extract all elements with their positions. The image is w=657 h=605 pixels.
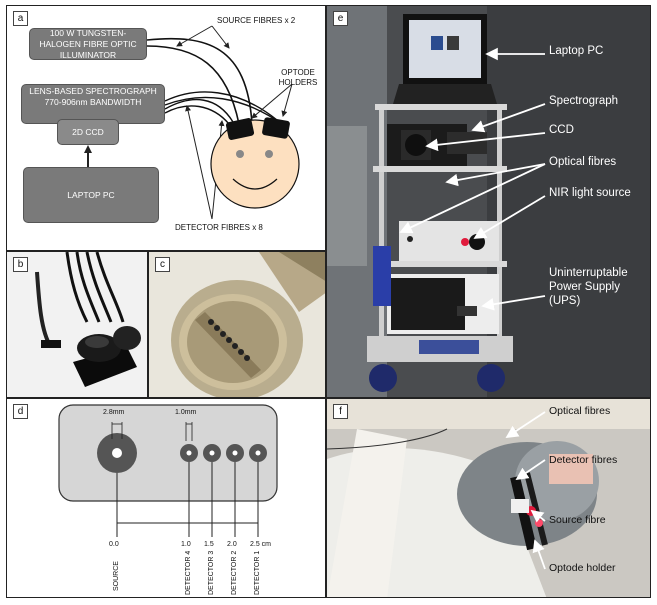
- panel-a: a: [6, 5, 326, 251]
- panel-label-f: f: [333, 404, 348, 419]
- tick-detector-1: 2.5 cm: [250, 541, 272, 548]
- spectrograph-box: LENS-BASED SPECTROGRAPH 770-906nm BANDWI…: [21, 84, 165, 124]
- illuminator-box: 100 W TUNGSTEN-HALOGEN FIBRE OPTIC ILLUM…: [29, 28, 147, 60]
- name-detector-4: DETECTOR 4: [185, 550, 192, 595]
- tick-detector-4: 1.0: [181, 541, 191, 548]
- trolley-photo: [327, 6, 650, 397]
- detector-diameter-label: 1.0mm: [175, 409, 197, 416]
- ups-label: Uninterruptable Power Supply (UPS): [549, 267, 628, 307]
- optode-photo: [7, 252, 147, 397]
- laptop-box: LAPTOP PC: [23, 167, 159, 223]
- optode-geometry: [58, 404, 278, 537]
- source-fibres-label: SOURCE FIBRES x 2: [217, 16, 296, 25]
- panel-label-d: d: [13, 404, 28, 419]
- probe-tip-photo: [149, 252, 325, 397]
- name-detector-1: DETECTOR 1: [254, 550, 261, 595]
- optical-fibres-label-f: Optical fibres: [549, 405, 611, 417]
- ccd-box: 2D CCD: [57, 119, 119, 145]
- panel-a-lines: [84, 25, 300, 220]
- panel-c: c: [148, 251, 326, 398]
- name-source: SOURCE: [113, 561, 120, 591]
- source-fibre-label-f: Source fibre: [549, 514, 606, 526]
- panel-b: b: [6, 251, 148, 398]
- optode-holder-label-f: Optode holder: [549, 562, 616, 574]
- tick-detector-2: 2.0: [227, 541, 237, 548]
- panel-label-a: a: [13, 11, 28, 26]
- panel-label-b: b: [13, 257, 28, 272]
- neonate-photo: [327, 399, 650, 597]
- spectrograph-label: Spectrograph: [549, 95, 619, 107]
- name-detector-2: DETECTOR 2: [231, 550, 238, 595]
- laptop-pc-label: Laptop PC: [549, 45, 604, 57]
- panel-f: f Optical fibres Det: [326, 398, 651, 598]
- source-diameter-label: 2.8mm: [103, 409, 125, 416]
- panel-label-e: e: [333, 11, 348, 26]
- optode-holders-label: OPTODE HOLDERS: [278, 68, 318, 87]
- tick-detector-3: 1.5: [204, 541, 214, 548]
- tick-source: 0.0: [109, 541, 119, 548]
- ccd-label: CCD: [549, 124, 574, 136]
- detector-fibres-label-f: Detector fibres: [549, 454, 618, 466]
- panel-label-c: c: [155, 257, 170, 272]
- name-detector-3: DETECTOR 3: [208, 550, 215, 595]
- optical-fibres-label: Optical fibres: [549, 156, 617, 168]
- detector-fibres-label: DETECTOR FIBRES x 8: [175, 223, 263, 232]
- panel-d: d 2.8mm 1.0mm 0.0 1.0 1: [6, 398, 326, 598]
- nir-light-source-label: NIR light source: [549, 187, 631, 199]
- panel-e: e: [326, 5, 651, 398]
